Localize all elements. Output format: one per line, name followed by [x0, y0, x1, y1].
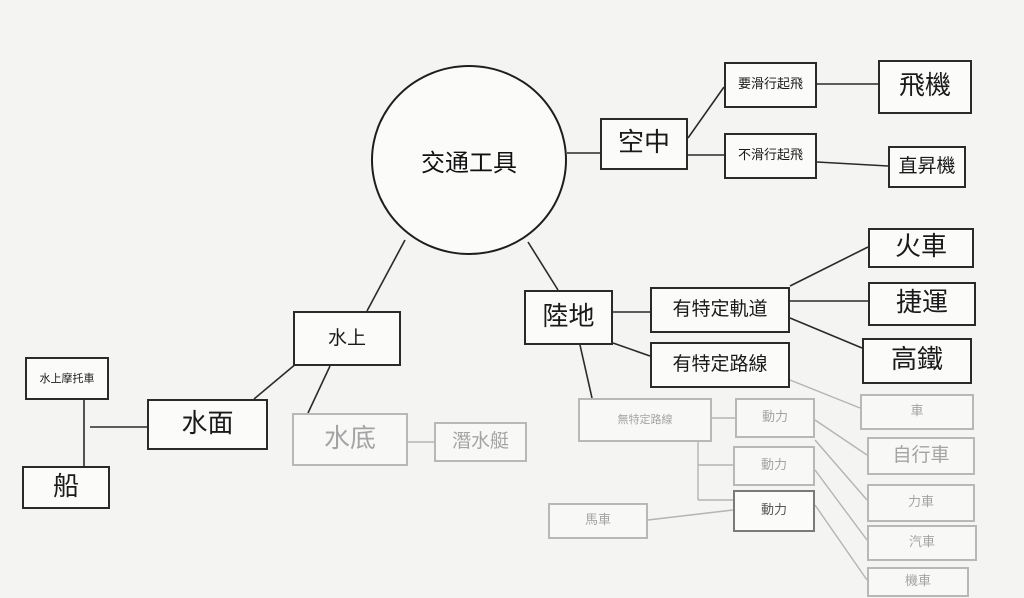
- node-power-3: 動力: [733, 490, 815, 532]
- node-vehicle-1: 車: [860, 394, 974, 430]
- node-bicycle: 自行車: [867, 437, 975, 475]
- node-submarine: 潛水艇: [434, 422, 527, 462]
- node-ship: 船: [22, 466, 110, 509]
- node-fixed-route: 有特定路線: [650, 342, 790, 388]
- node-airplane: 飛機: [878, 60, 972, 114]
- node-glide-takeoff: 要滑行起飛: [724, 62, 817, 108]
- node-land: 陸地: [524, 290, 613, 345]
- node-rickshaw: 力車: [867, 484, 975, 522]
- node-train: 火車: [868, 228, 974, 268]
- node-car: 汽車: [867, 525, 977, 561]
- node-no-fixed-route: 無特定路線: [578, 398, 712, 442]
- center-node: 交通工具: [371, 65, 567, 255]
- node-carriage: 馬車: [548, 503, 648, 539]
- node-motorcycle: 機車: [867, 567, 969, 597]
- node-high-speed-rail: 高鐵: [862, 338, 972, 384]
- node-mrt: 捷運: [868, 282, 976, 326]
- node-fixed-track: 有特定軌道: [650, 287, 790, 333]
- node-water-surface: 水面: [147, 399, 268, 450]
- node-underwater: 水底: [292, 413, 408, 466]
- node-power-1: 動力: [735, 398, 815, 438]
- node-helicopter: 直昇機: [888, 146, 966, 188]
- node-water: 水上: [293, 311, 401, 366]
- node-jet-ski: 水上摩托車: [25, 357, 109, 400]
- node-air: 空中: [600, 118, 688, 170]
- node-power-2: 動力: [733, 446, 815, 486]
- node-vertical-takeoff: 不滑行起飛: [724, 133, 817, 179]
